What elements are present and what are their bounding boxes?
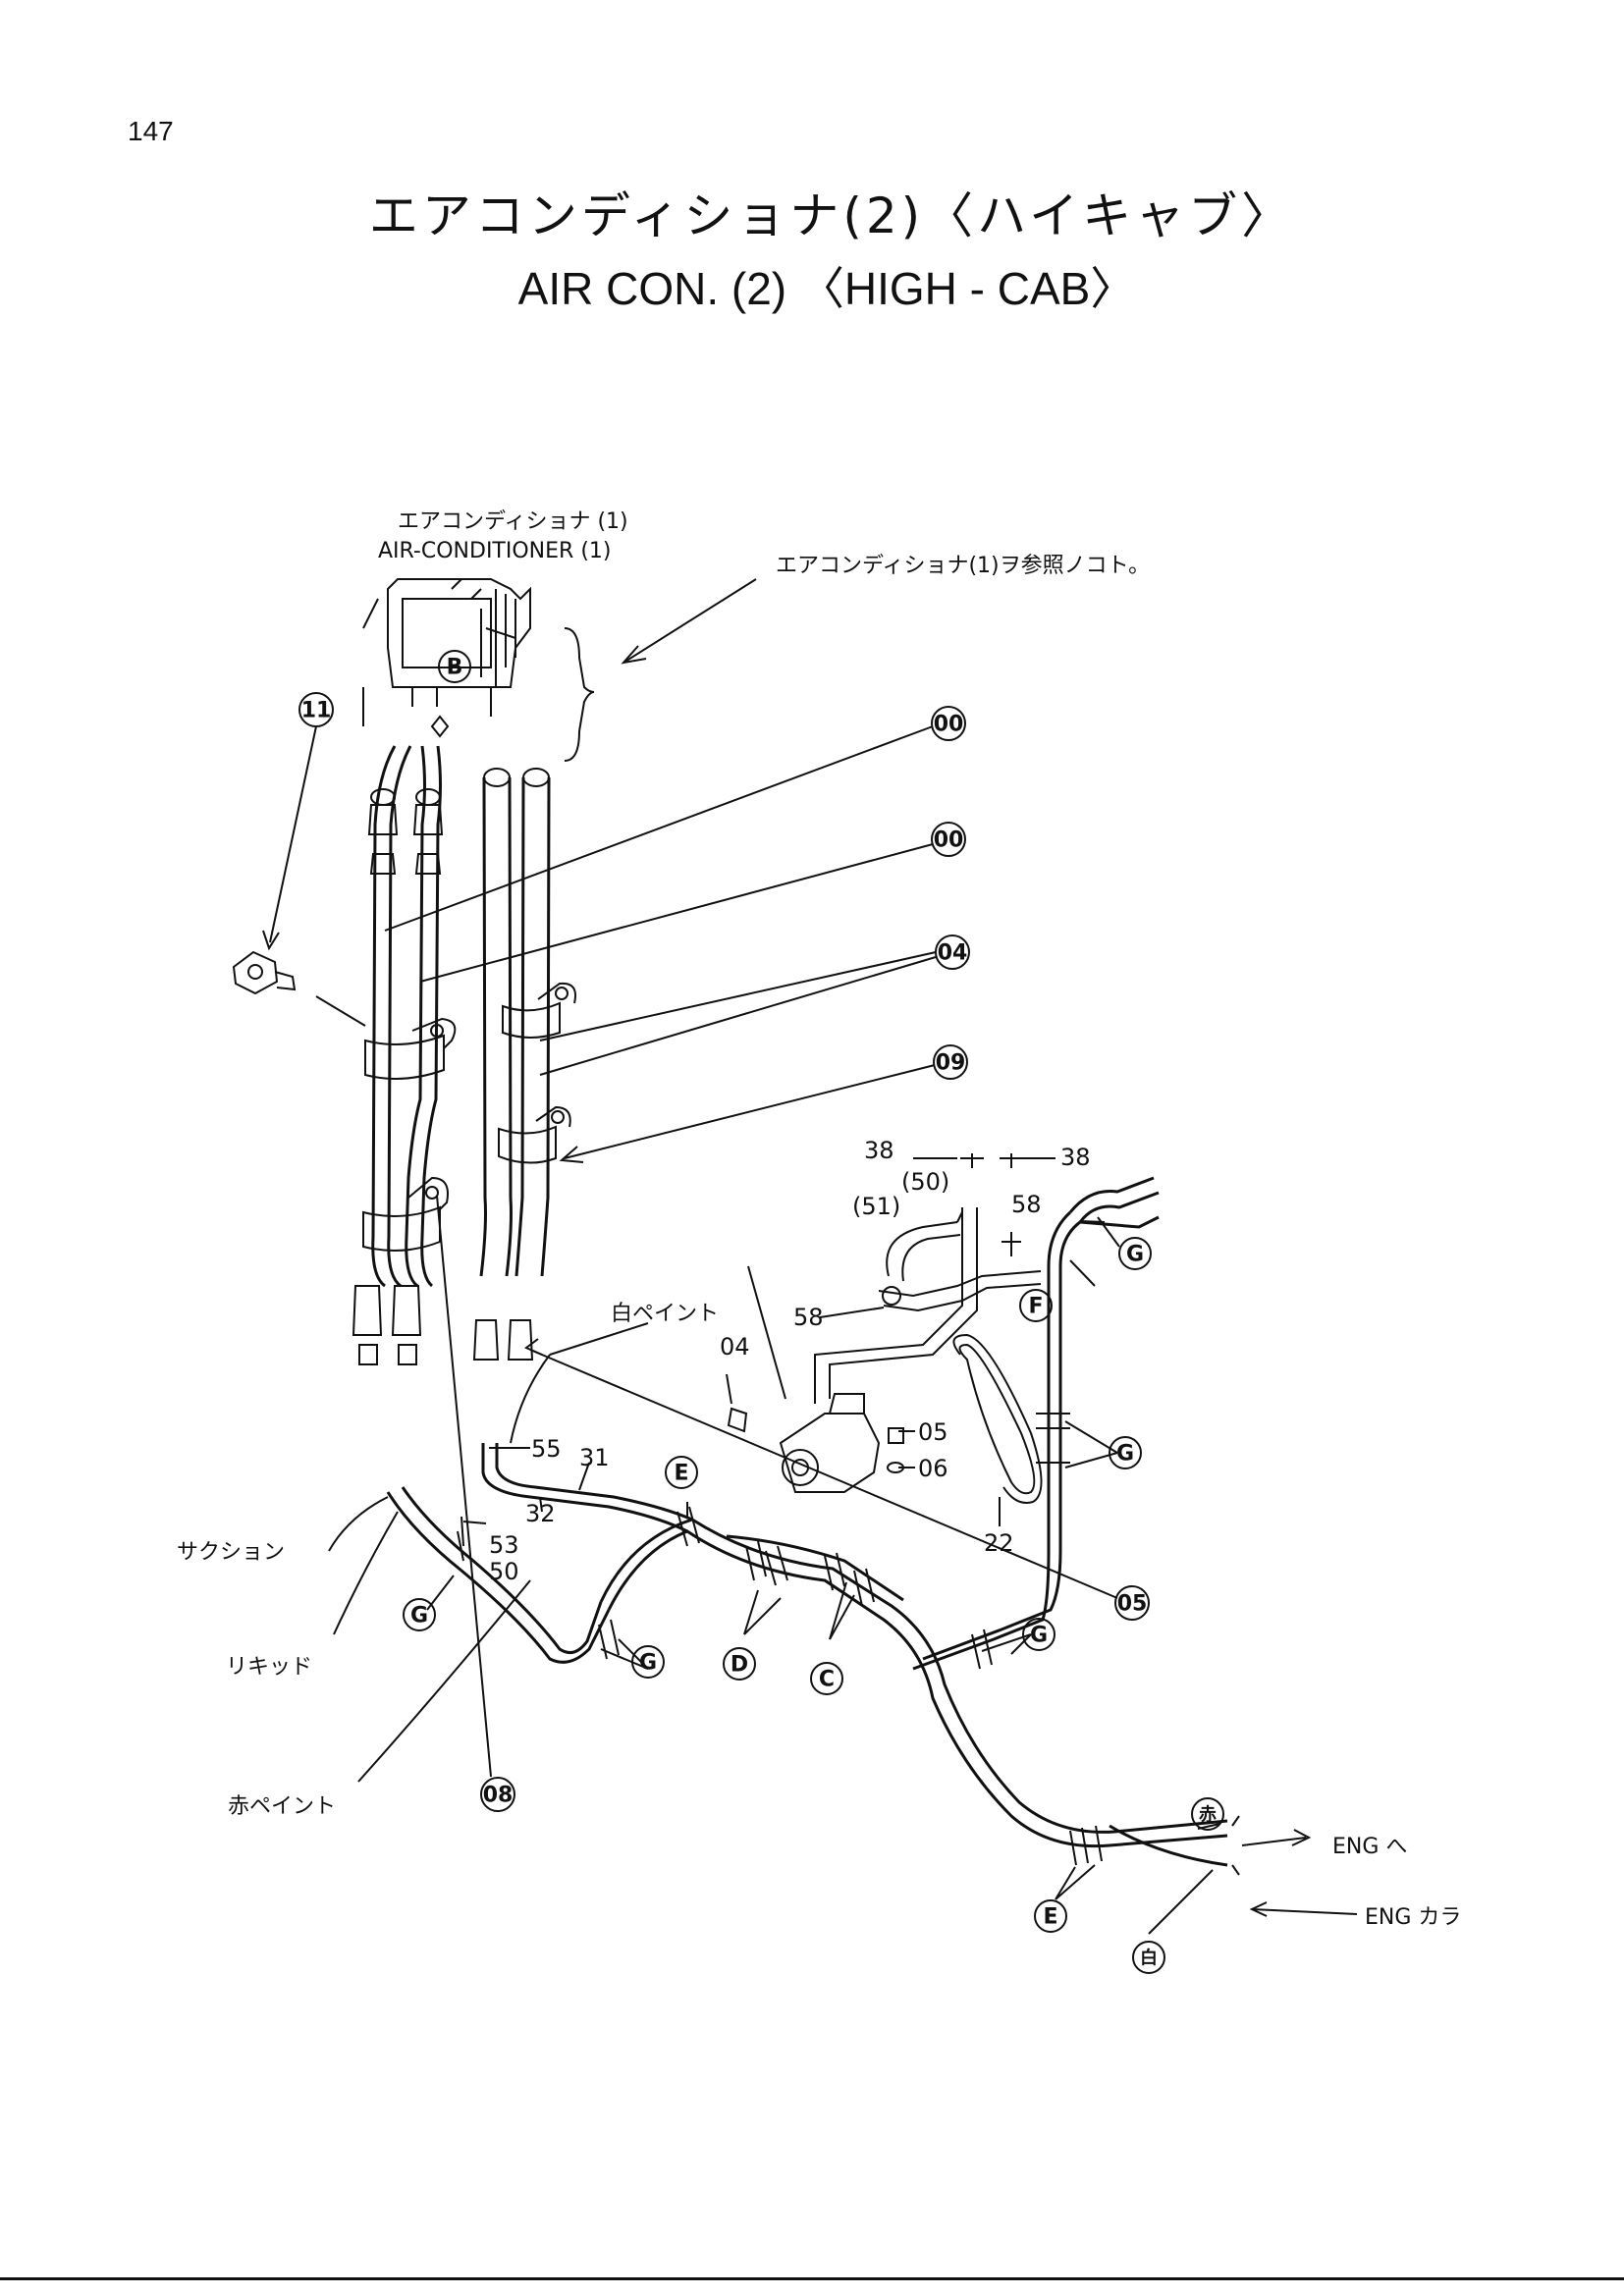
bracket-part-11 <box>232 950 297 995</box>
svg-text:00: 00 <box>934 828 964 853</box>
svg-text:G: G <box>1116 1442 1134 1467</box>
svg-text:白: 白 <box>1140 1948 1158 1969</box>
part-50-parenthesized: (50) <box>901 1168 949 1196</box>
label-liquid: リキッド <box>226 1655 312 1680</box>
letter-G-5: G <box>1022 1618 1056 1651</box>
page-number: 147 <box>128 116 174 146</box>
part-53: 53 <box>489 1531 519 1559</box>
svg-text:G: G <box>1030 1624 1048 1648</box>
part-31: 31 <box>579 1444 610 1471</box>
letter-D: D <box>723 1647 756 1681</box>
compressor-assembly <box>727 1153 1042 1493</box>
callout-08: 08 <box>480 1777 515 1812</box>
part-32: 32 <box>525 1500 556 1527</box>
svg-text:G: G <box>410 1604 428 1629</box>
footer-rule <box>0 2277 1624 2280</box>
title-english: AIR CON. (2) 〈HIGH - CAB〉 <box>517 263 1136 314</box>
air-conditioner-unit <box>362 578 531 738</box>
letter-C: C <box>810 1662 843 1695</box>
svg-text:E: E <box>1043 1905 1057 1930</box>
main-hose-routing <box>386 1176 1240 1876</box>
callout-04: 04 <box>935 934 970 970</box>
title-japanese: エアコンディショナ(2)〈ハイキャブ〉 <box>368 187 1295 244</box>
svg-text:00: 00 <box>934 713 964 737</box>
callout-00-b: 00 <box>931 822 966 857</box>
label-air-conditioner-en: AIR-CONDITIONER (1) <box>378 539 611 563</box>
callout-11-number: 11 <box>301 699 332 723</box>
part-22: 22 <box>984 1529 1014 1557</box>
part-04: 04 <box>720 1333 750 1361</box>
svg-text:05: 05 <box>1117 1592 1148 1617</box>
letter-G-3: G <box>403 1598 436 1631</box>
label-white-paint: 白ペイント <box>611 1302 719 1326</box>
label-red-paint: 赤ペイント <box>228 1794 336 1819</box>
letter-G-1: G <box>1118 1237 1152 1270</box>
callout-09: 09 <box>933 1044 968 1080</box>
reference-arrow <box>623 578 757 664</box>
svg-text:C: C <box>819 1668 835 1692</box>
svg-text:09: 09 <box>936 1051 966 1076</box>
middle-hose-assembly <box>472 768 576 1361</box>
label-reference-note: エアコンディショナ(1)ヲ参照ノコト。 <box>776 554 1150 578</box>
svg-text:D: D <box>731 1653 748 1678</box>
svg-text:赤: 赤 <box>1199 1805 1217 1826</box>
part-51-parenthesized: (51) <box>852 1193 900 1220</box>
part-58-upper: 58 <box>1011 1191 1042 1218</box>
svg-text:B: B <box>447 656 463 680</box>
letter-E-upper: E <box>665 1456 698 1489</box>
label-air-conditioner-ja: エアコンディショナ (1) <box>398 509 628 534</box>
callout-05: 05 <box>1114 1585 1150 1621</box>
callout-00-a: 00 <box>931 706 966 741</box>
label-suction: サクション <box>177 1540 285 1565</box>
svg-text:G: G <box>639 1651 657 1676</box>
svg-text:04: 04 <box>938 941 968 966</box>
letter-B: B <box>438 650 471 683</box>
label-eng-from: ENG カラ <box>1365 1905 1461 1930</box>
svg-text:08: 08 <box>483 1784 514 1808</box>
left-hose-assembly <box>352 745 457 1365</box>
letter-shiro: 白 <box>1132 1941 1165 1974</box>
part-55: 55 <box>531 1435 562 1463</box>
part-38-left: 38 <box>864 1137 894 1164</box>
part-06: 06 <box>918 1455 948 1482</box>
letter-E-lower: E <box>1034 1899 1067 1933</box>
part-58-lower: 58 <box>793 1304 824 1331</box>
unit-brace <box>564 627 595 762</box>
letter-aka: 赤 <box>1191 1797 1224 1831</box>
svg-text:F: F <box>1028 1295 1043 1319</box>
part-38-right: 38 <box>1060 1144 1091 1171</box>
svg-text:G: G <box>1126 1243 1144 1267</box>
svg-text:E: E <box>674 1462 688 1486</box>
leader-lines <box>262 725 1358 1935</box>
part-50: 50 <box>489 1558 519 1585</box>
part-05: 05 <box>918 1418 948 1446</box>
drive-belt <box>958 1343 1036 1495</box>
letter-G-2: G <box>1109 1436 1142 1469</box>
letter-F: F <box>1019 1289 1053 1322</box>
callout-11: 11 <box>298 692 334 727</box>
label-eng-to: ENG へ <box>1332 1835 1407 1859</box>
letter-G-4: G <box>631 1645 665 1679</box>
